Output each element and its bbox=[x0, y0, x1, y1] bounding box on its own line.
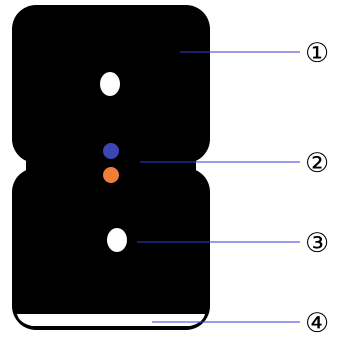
fiber-orange bbox=[103, 167, 119, 183]
callout-label-4: ④ bbox=[305, 308, 329, 339]
fiber-blue bbox=[103, 143, 119, 159]
callout-label-3: ③ bbox=[305, 228, 329, 259]
leader-lines bbox=[137, 51, 300, 323]
upper-hole bbox=[100, 72, 120, 96]
bottom-strip bbox=[17, 314, 205, 326]
fiber-pair bbox=[103, 143, 119, 183]
callout-label-2: ② bbox=[305, 148, 329, 179]
lower-element bbox=[107, 228, 127, 252]
callout-labels: ① ② ③ ④ bbox=[305, 38, 329, 339]
callout-label-1: ① bbox=[305, 38, 329, 69]
